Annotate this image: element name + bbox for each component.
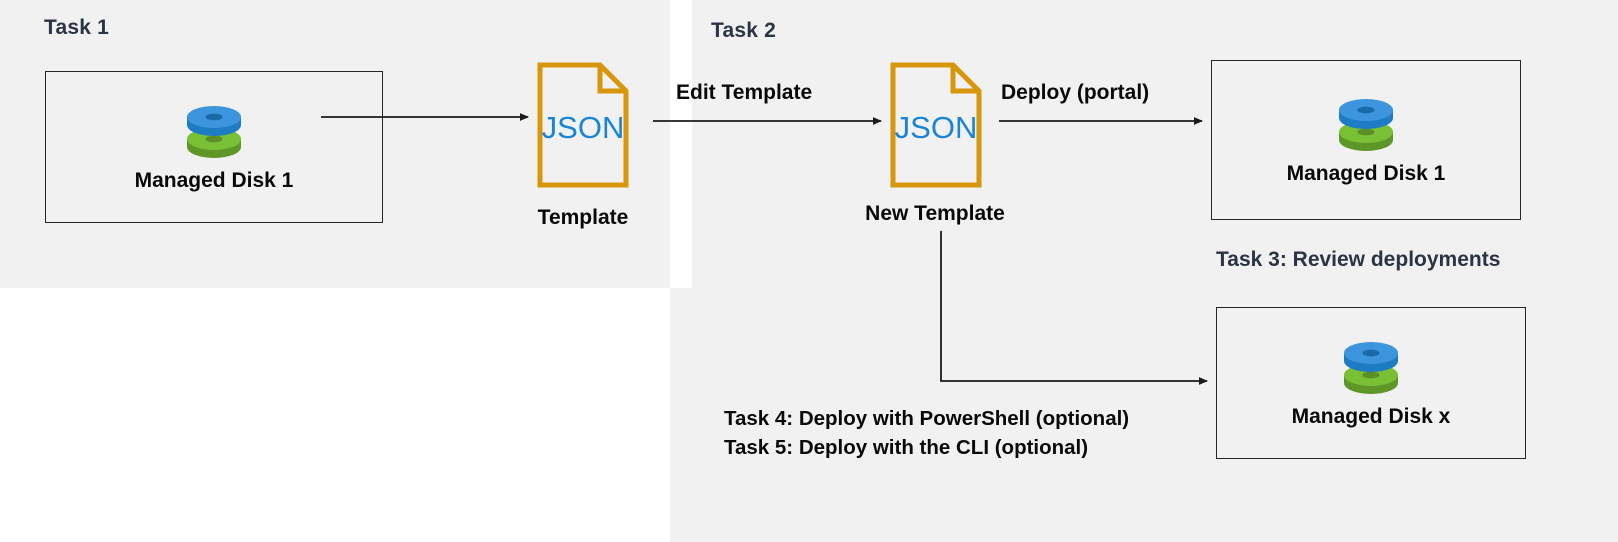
managed-disk-icon (1340, 337, 1402, 397)
managed-disk-icon (1335, 94, 1397, 154)
task5-note: Task 5: Deploy with the CLI (optional) (724, 436, 1089, 459)
task4-note: Task 4: Deploy with PowerShell (optional… (724, 407, 1130, 430)
managed-disk-1-box-left: Managed Disk 1 (45, 71, 383, 223)
managed-disk-1-box-right: Managed Disk 1 (1211, 60, 1521, 220)
task3-title: Task 3: Review deployments (1216, 248, 1501, 271)
optional-tasks-notes: Task 4: Deploy with PowerShell (optional… (724, 404, 1129, 462)
managed-disk-1-label-left: Managed Disk 1 (134, 169, 294, 192)
json-doc-text-2: JSON (895, 110, 978, 145)
json-file-icon-new-template: JSON (890, 62, 982, 193)
deploy-portal-connector-label: Deploy (portal) (1001, 81, 1150, 104)
managed-disk-1-label-right: Managed Disk 1 (1286, 162, 1446, 185)
managed-disk-icon (183, 101, 245, 161)
task1-title: Task 1 (44, 16, 110, 39)
managed-disk-x-box: Managed Disk x (1216, 307, 1526, 459)
task2-title: Task 2 (711, 19, 777, 42)
managed-disk-x-label: Managed Disk x (1291, 405, 1451, 428)
task1-panel (0, 0, 670, 288)
edit-template-connector-label: Edit Template (676, 81, 813, 104)
json-file-icon-template: JSON (537, 62, 629, 193)
template-caption: Template (537, 206, 629, 229)
panel-separator (670, 0, 692, 288)
new-template-caption: New Template (865, 202, 1005, 225)
json-doc-text-1: JSON (542, 110, 625, 145)
